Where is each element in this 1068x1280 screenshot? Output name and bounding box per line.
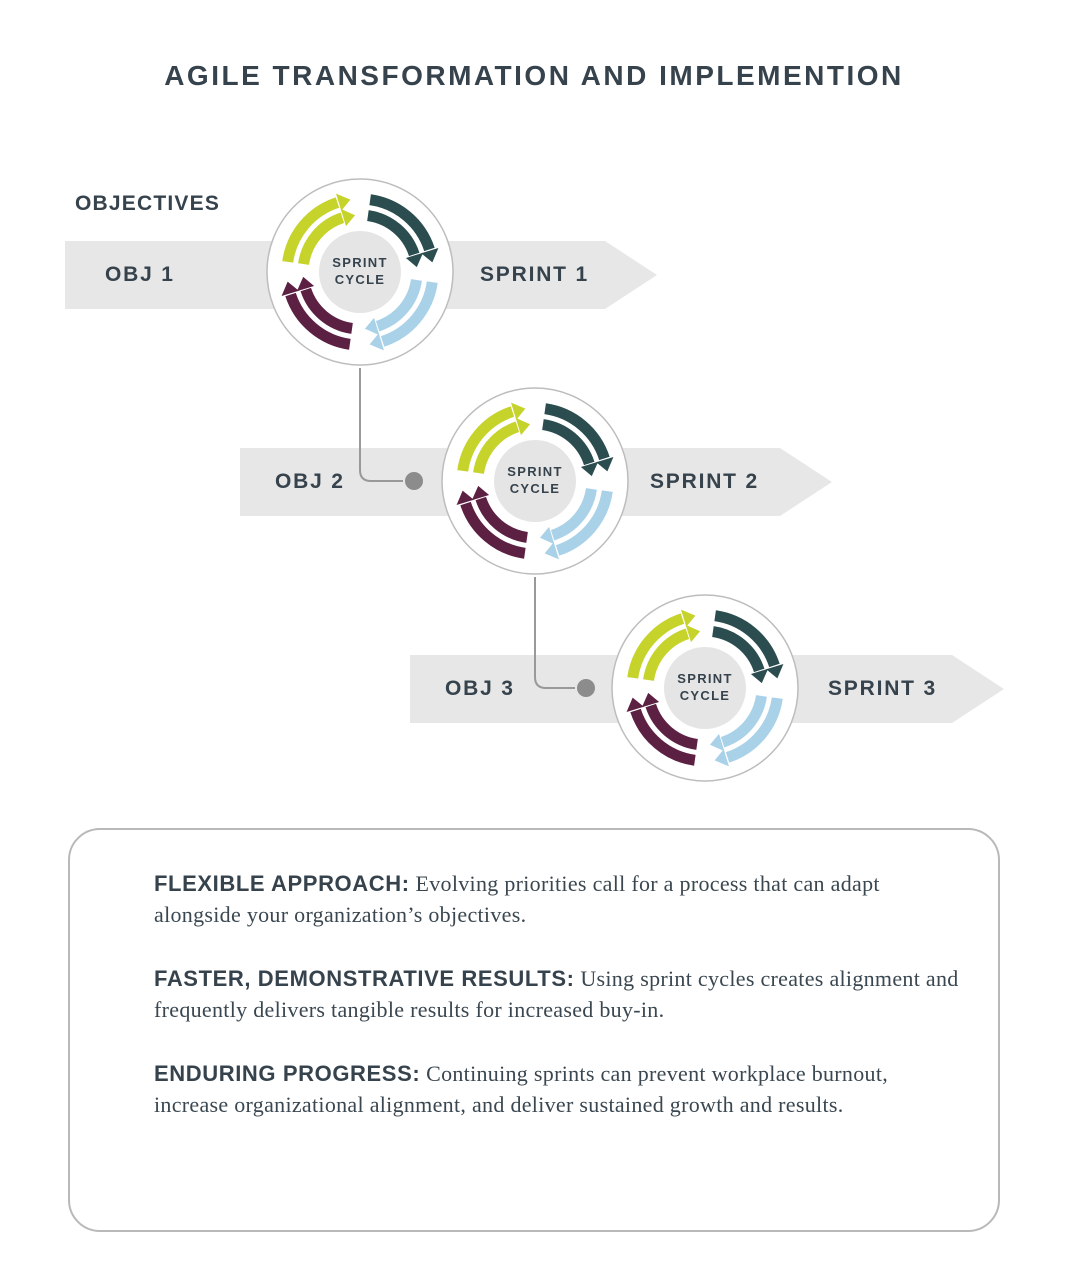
- sprint-cycle-word-2: CYCLE: [679, 688, 731, 703]
- info-item-heading: ENDURING PROGRESS:: [154, 1061, 421, 1086]
- sprint-cycle-word-1: SPRINT: [507, 464, 563, 480]
- info-item-faster-results: FASTER, DEMONSTRATIVE RESULTS: Using spr…: [154, 963, 964, 1025]
- page-title: AGILE TRANSFORMATION AND IMPLEMENTION: [164, 60, 904, 91]
- sprint-cycle-diagram-3: SPRINT CYCLE: [610, 593, 800, 783]
- objective-label-1: OBJ 1: [105, 263, 175, 286]
- sprint-cycle-center-label: SPRINT CYCLE: [610, 593, 800, 783]
- sprint-cycle-word-2: CYCLE: [509, 481, 561, 496]
- info-item-enduring-progress: ENDURING PROGRESS: Continuing sprints ca…: [154, 1058, 964, 1120]
- sprint-cycle-diagram-1: SPRINT CYCLE: [265, 177, 455, 367]
- sprint-cycle-center-label: SPRINT CYCLE: [265, 177, 455, 367]
- info-item-heading: FLEXIBLE APPROACH:: [154, 871, 410, 896]
- sprint-label-2: SPRINT 2: [650, 470, 759, 493]
- sprint-label-1: SPRINT 1: [480, 263, 589, 286]
- info-item-body: Evolving priorities call for a process t…: [154, 871, 880, 927]
- info-box: FLEXIBLE APPROACH: Evolving priorities c…: [68, 828, 1000, 1232]
- sprint-label-3: SPRINT 3: [828, 677, 937, 700]
- info-item-body: Continuing sprints can prevent workplace…: [154, 1061, 889, 1117]
- info-item-flexible-approach: FLEXIBLE APPROACH: Evolving priorities c…: [154, 868, 964, 930]
- sprint-cycle-word-1: SPRINT: [677, 671, 733, 687]
- sprint-cycle-center-label: SPRINT CYCLE: [440, 386, 630, 576]
- objective-label-2: OBJ 2: [275, 470, 345, 493]
- info-item-heading: FASTER, DEMONSTRATIVE RESULTS:: [154, 966, 575, 991]
- objectives-label: OBJECTIVES: [75, 192, 221, 215]
- objective-label-3: OBJ 3: [445, 677, 515, 700]
- info-item-body: Using sprint cycles creates alignment an…: [154, 966, 959, 1022]
- sprint-cycle-word-2: CYCLE: [334, 272, 386, 287]
- sprint-cycle-word-1: SPRINT: [332, 255, 388, 271]
- sprint-cycle-diagram-2: SPRINT CYCLE: [440, 386, 630, 576]
